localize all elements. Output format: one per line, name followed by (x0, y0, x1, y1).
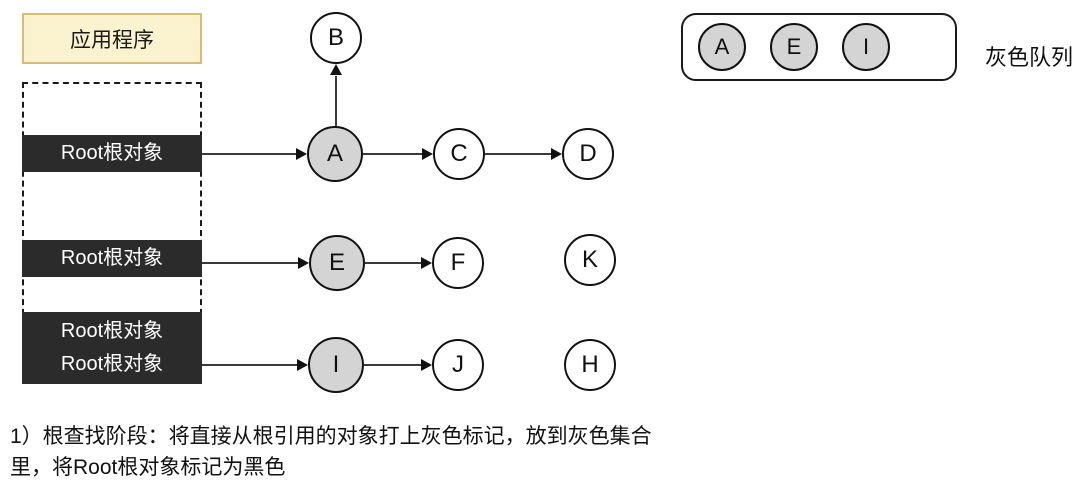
node-d-label: D (579, 140, 597, 167)
root-box-2-label: Root根对象 (60, 247, 164, 269)
edge-a-to-c-arrowhead-icon (422, 148, 433, 160)
root-box-3-label-2: Root根对象 (60, 353, 164, 375)
node-i-label: I (332, 351, 340, 378)
node-b-label: B (327, 24, 344, 51)
edge-root1-to-a-line (202, 153, 297, 155)
edge-c-to-d-line (485, 153, 552, 155)
node-f: F (432, 237, 484, 289)
edge-e-to-f-arrowhead-icon (421, 257, 432, 269)
node-b: B (310, 12, 362, 64)
node-e-label: E (328, 249, 345, 276)
edge-root3-to-i-arrowhead-icon (297, 359, 308, 371)
caption-line-1: 1）根查找阶段：将直接从根引用的对象打上灰色标记，放到灰色集合 (10, 425, 652, 448)
root-box-1-label: Root根对象 (60, 142, 164, 164)
edge-root1-to-a-arrowhead-icon (296, 148, 307, 160)
node-j-label: J (452, 351, 464, 378)
node-f-label: F (450, 249, 466, 276)
root-box-2: Root根对象 (22, 240, 202, 277)
gray-queue-item-i-label: I (862, 34, 870, 59)
node-c-label: C (450, 140, 468, 167)
node-c: C (433, 128, 485, 180)
node-e: E (309, 235, 365, 291)
edge-a-to-c-line (363, 153, 423, 155)
node-h-label: H (581, 351, 599, 378)
caption-line-2: 里，将Root根对象标记为黑色 (10, 456, 286, 479)
gray-queue-item-i: I (842, 23, 890, 71)
node-k: K (564, 234, 616, 286)
edge-i-to-j-arrowhead-icon (421, 359, 432, 371)
gray-queue-item-e: E (770, 23, 818, 71)
edge-i-to-j-line (364, 364, 422, 366)
app-box-label: 应用程序 (70, 28, 154, 52)
gray-queue-item-e-label: E (786, 34, 802, 59)
node-k-label: K (581, 246, 598, 273)
caption: 1）根查找阶段：将直接从根引用的对象打上灰色标记，放到灰色集合 里，将Root根… (10, 421, 652, 483)
node-d: D (562, 128, 614, 180)
gray-queue-item-a-label: A (714, 34, 730, 59)
node-i: I (308, 337, 364, 393)
edge-root2-to-e-line (202, 262, 299, 264)
node-j: J (432, 339, 484, 391)
edge-a-to-b-line (335, 76, 337, 126)
edge-e-to-f-line (365, 262, 422, 264)
gray-queue-label: 灰色队列 (985, 45, 1074, 70)
root-box-1: Root根对象 (22, 135, 202, 172)
gray-queue-box: A E I (681, 13, 957, 81)
edge-c-to-d-arrowhead-icon (551, 148, 562, 160)
node-a: A (307, 126, 363, 182)
edge-root2-to-e-arrowhead-icon (298, 257, 309, 269)
edge-a-to-b-arrowhead-icon (330, 64, 342, 75)
gray-queue-item-a: A (698, 23, 746, 71)
edge-root3-to-i-line (202, 364, 298, 366)
node-a-label: A (326, 140, 343, 167)
node-h: H (564, 339, 616, 391)
app-box: 应用程序 (22, 13, 202, 64)
root-box-3-label-1: Root根对象 (60, 320, 164, 342)
root-box-3: Root根对象 Root根对象 (22, 312, 202, 384)
